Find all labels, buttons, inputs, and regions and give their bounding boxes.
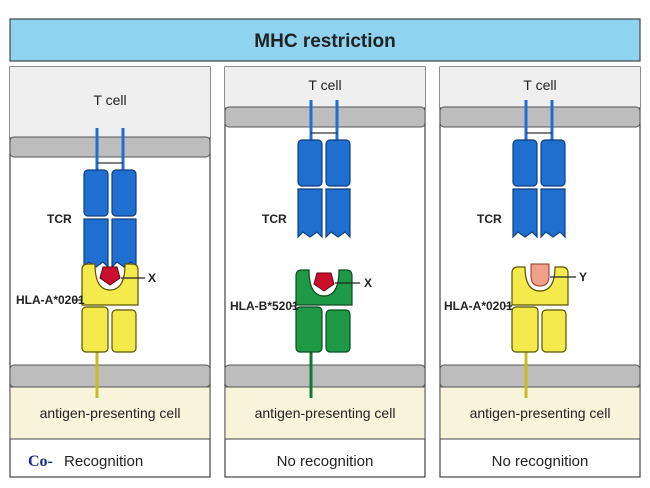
panel-3-mhc-label: HLA-A*0201 <box>444 299 513 313</box>
panel-3-caption: No recognition <box>492 453 589 470</box>
panel-1-tcr-alpha-variable <box>83 218 109 269</box>
panel-1-peptide-label: X <box>148 271 156 285</box>
title: MHC restriction <box>254 31 395 52</box>
panel-2-mhc-peptide-groove <box>295 269 353 306</box>
panel-2-peptide-label: X <box>364 276 372 290</box>
panel-2: T cell antigen-presenting cell TCR X HLA… <box>224 66 426 478</box>
panel-2-tcr-alpha-constant <box>297 139 323 187</box>
panel-1-mhc-label: HLA-A*0201 <box>16 293 85 307</box>
panel-1: T cell antigen-presenting cell TCR X HLA… <box>9 66 211 478</box>
panel-1-mhc-alpha3 <box>81 306 109 353</box>
panel-3-tcell <box>440 67 640 107</box>
panel-1-logo: Co- <box>28 453 53 470</box>
panel-2-peptide <box>313 272 335 292</box>
panel-2-apc-membrane <box>224 364 426 388</box>
panel-3-tcr-beta-constant <box>540 139 566 187</box>
panel-1-tcr-alpha-constant <box>83 169 109 217</box>
panel-3-tcr-alpha-constant <box>512 139 538 187</box>
panel-3-apc <box>439 386 641 440</box>
panel-2-tcell <box>225 67 425 107</box>
panel-2-tcell-membrane <box>224 106 426 128</box>
panel-1-tcell-label: T cell <box>93 92 126 108</box>
panel-1-tcell <box>10 67 210 137</box>
panel-1-tcell-membrane <box>9 136 211 158</box>
panel-2-tcr-label: TCR <box>262 212 287 226</box>
panel-3-apc-membrane <box>439 364 641 388</box>
panel-1-apc <box>9 386 211 440</box>
panel-3-tcell-membrane <box>439 106 641 128</box>
panel-3: T cell antigen-presenting cell TCR Y HLA… <box>439 66 641 478</box>
panel-1-mhc-peptide-groove <box>81 263 139 306</box>
panel-2-caption: No recognition <box>277 453 374 470</box>
panel-3-peptide-label: Y <box>579 270 587 284</box>
title-bar <box>9 18 641 62</box>
panel-3-mhc-b2m <box>541 309 567 353</box>
panel-2-mhc-label: HLA-B*5201 <box>230 299 299 313</box>
panel-2-tcr-beta-variable <box>325 188 351 239</box>
panel-2-mhc-alpha3 <box>295 306 323 353</box>
panel-3-tcr-label: TCR <box>477 212 502 226</box>
panel-2-apc-label: antigen-presenting cell <box>255 405 396 421</box>
panel-2-tcr-beta-constant <box>325 139 351 187</box>
panel-1-apc-label: antigen-presenting cell <box>40 405 181 421</box>
panel-2-mhc-b2m <box>325 309 351 353</box>
panel-2-tcell-label: T cell <box>308 77 341 93</box>
panel-3-apc-label: antigen-presenting cell <box>470 405 611 421</box>
panel-1-caption: Recognition <box>64 453 143 470</box>
panel-3-mhc-peptide-groove <box>511 266 569 306</box>
panel-1-peptide <box>99 266 121 286</box>
panel-3-mhc-alpha3 <box>511 306 539 353</box>
panel-1-apc-membrane <box>9 364 211 388</box>
panel-3-tcr-alpha-variable <box>512 188 538 239</box>
panel-3-tcell-label: T cell <box>523 77 556 93</box>
panel-3-peptide <box>530 263 550 287</box>
panel-1-tcr-label: TCR <box>47 212 72 226</box>
panel-3-tcr-beta-variable <box>540 188 566 239</box>
panel-1-tcr-beta-constant <box>111 169 137 217</box>
panel-2-tcr-alpha-variable <box>297 188 323 239</box>
panel-1-mhc-b2m <box>111 309 137 353</box>
panel-1-tcr-beta-variable <box>111 218 137 269</box>
